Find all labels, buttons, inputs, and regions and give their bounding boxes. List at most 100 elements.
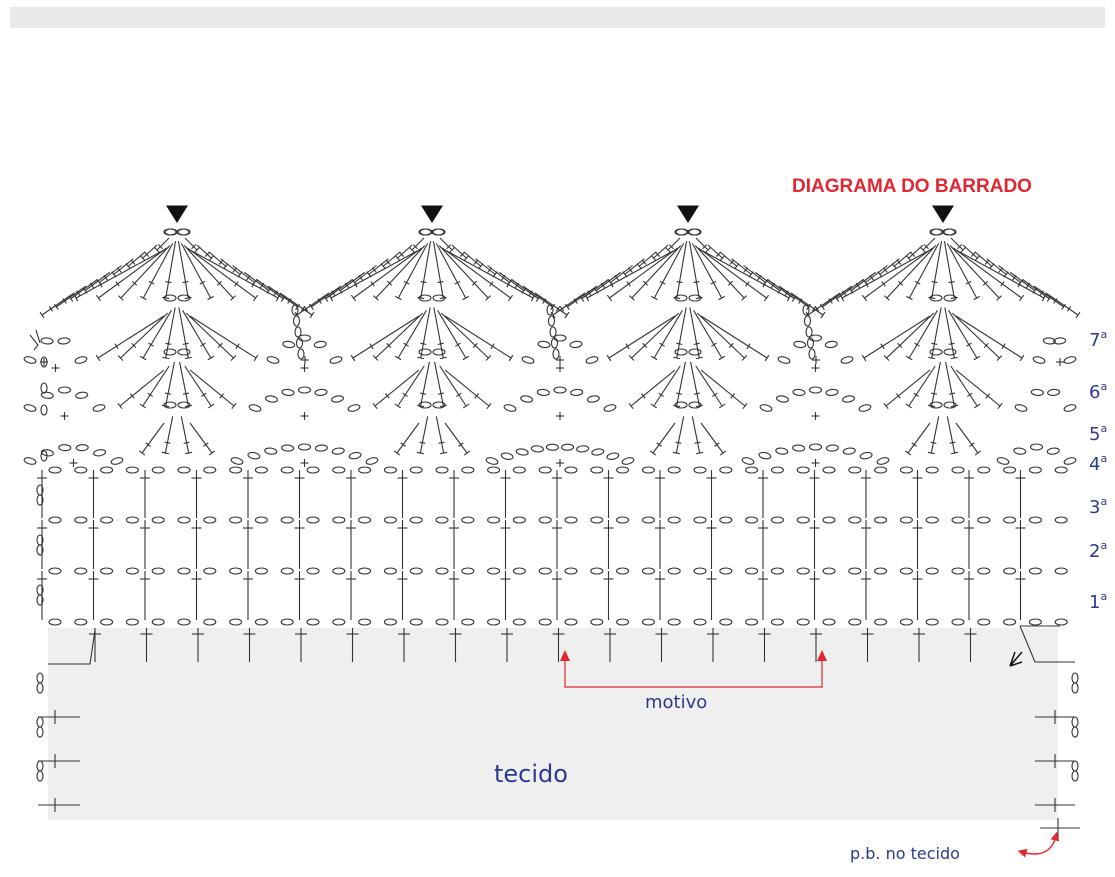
chain-stitch — [57, 386, 72, 394]
stitch-top — [927, 451, 935, 455]
stitch-bar — [400, 442, 406, 447]
chain-stitch — [719, 618, 733, 626]
chain-stitch — [203, 516, 217, 524]
chain-stitch — [590, 618, 604, 626]
double-crochet-stitch — [850, 271, 876, 292]
stitch-top — [416, 451, 424, 455]
chain-stitch — [775, 447, 789, 455]
stitch-top — [323, 295, 329, 302]
stitch-top — [564, 303, 570, 311]
stitch-bar — [403, 280, 410, 285]
chain-stitch — [36, 594, 44, 606]
stitch-top — [439, 356, 447, 360]
chain-stitch — [874, 516, 888, 524]
double-crochet-stitch — [487, 265, 510, 283]
chain-stitch — [48, 618, 62, 626]
double-crochet-stitch — [463, 251, 482, 267]
stitch-top — [905, 355, 913, 361]
chain-stitch — [75, 391, 89, 399]
stitch-bar — [668, 244, 674, 250]
stitch-bar — [911, 442, 917, 447]
chain-stitch — [693, 466, 707, 474]
motif-marker-triangle — [677, 205, 699, 224]
chain-stitch — [280, 516, 294, 524]
double-crochet-stitch — [676, 307, 687, 359]
double-crochet-stitch — [719, 251, 738, 267]
chain-stitch — [538, 618, 552, 626]
stitch-bar — [694, 441, 701, 444]
edge-turn — [1019, 625, 1075, 663]
stitch-top — [117, 355, 124, 361]
stitch-bar — [967, 392, 973, 397]
chain-stitch — [1071, 760, 1079, 772]
stitch-bar — [165, 281, 172, 284]
chain-stitch — [1032, 356, 1046, 364]
stitch-bar — [472, 342, 478, 348]
chain-stitch — [36, 682, 44, 694]
stitch-bar — [200, 342, 206, 347]
stitch-bar — [715, 251, 721, 258]
stitch-bar — [148, 280, 155, 285]
stitch-top — [486, 402, 492, 410]
stitch-top — [1019, 354, 1025, 362]
stitch-bar — [985, 393, 991, 399]
double-crochet-stitch — [397, 310, 427, 359]
stitch-top — [350, 294, 356, 302]
stitch-top — [162, 356, 170, 360]
double-crochet-stitch — [142, 244, 158, 259]
stitch-top — [53, 303, 59, 311]
chain-stitch — [358, 516, 372, 524]
double-crochet-stitch — [822, 285, 853, 308]
double-crochet-stitch — [374, 369, 420, 407]
chain-stitch — [74, 567, 88, 575]
stitch-bar — [164, 441, 171, 444]
chain-stitch — [822, 567, 836, 575]
chain-stitch — [383, 466, 397, 474]
chain-stitch — [332, 466, 346, 474]
chain-stitch — [1071, 672, 1079, 684]
chain-stitch — [313, 340, 327, 349]
double-crochet-stitch — [931, 241, 943, 299]
double-crochet-stitch — [119, 369, 165, 407]
chain-stitch — [585, 356, 599, 364]
chain-stitch — [48, 516, 62, 524]
stitch-top — [1061, 303, 1067, 311]
chain-stitch — [461, 567, 475, 575]
chain-stitch — [951, 567, 965, 575]
stitch-top — [718, 403, 726, 409]
double-crochet-stitch — [433, 307, 444, 359]
double-crochet-stitch — [375, 245, 426, 299]
chain-stitch — [536, 388, 550, 396]
double-crochet-stitch — [311, 285, 342, 308]
chain-stitch — [58, 444, 72, 452]
chain-stitch — [859, 451, 873, 460]
chain-stitch — [840, 356, 854, 364]
double-crochet-stitch — [368, 258, 389, 275]
chain-stitch — [521, 356, 535, 364]
chain-stitch — [36, 760, 44, 772]
stitch-top — [117, 402, 123, 410]
chain-stitch — [358, 466, 372, 474]
chain-stitch — [943, 348, 957, 356]
chain-stitch — [203, 618, 217, 626]
stitch-top — [372, 355, 379, 361]
stitch-bar — [880, 343, 885, 350]
stitch-top — [280, 295, 286, 302]
stitch-top — [417, 356, 425, 360]
stitch-bar — [948, 281, 955, 284]
double-crochet-stitch — [943, 241, 955, 299]
chain-stitch — [776, 395, 789, 403]
double-crochet-stitch — [397, 365, 425, 407]
stitch-bar — [459, 251, 465, 258]
double-crochet-stitch — [836, 278, 865, 300]
double-crochet-stitch — [624, 258, 645, 275]
stitch-top — [394, 295, 402, 301]
stitch-bar — [165, 392, 172, 395]
stitch-top — [650, 403, 658, 409]
double-crochet-stitch — [419, 416, 429, 454]
overlay-layer — [560, 650, 1060, 858]
stitch-bar — [131, 342, 137, 348]
stitch-bar — [490, 343, 495, 350]
stitch-bar — [217, 342, 223, 348]
stitch-bar — [145, 442, 151, 447]
